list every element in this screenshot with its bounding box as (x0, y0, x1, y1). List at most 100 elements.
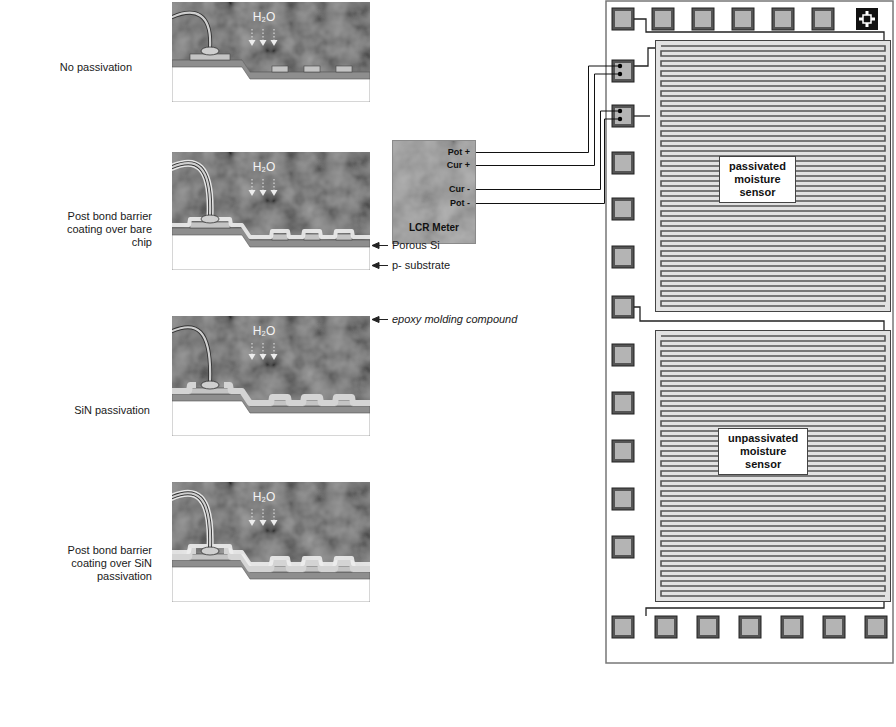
arrow-head (372, 263, 379, 269)
logo-cross (859, 11, 875, 27)
arrow-head (372, 317, 379, 323)
cross-section-panel: H₂O (172, 2, 370, 102)
bond-pad (612, 296, 634, 318)
bond-ball (201, 215, 219, 223)
bond-wire-core (172, 493, 210, 548)
moisture-arrow (271, 40, 278, 46)
moisture-path (274, 509, 275, 520)
bond-pad (739, 616, 761, 638)
moisture-sensor: unpassivated moisture sensor (655, 330, 891, 602)
cross-section-panel: H₂O (172, 482, 370, 602)
side-label: SiN passivation (20, 404, 150, 417)
porous-si-layer (172, 60, 370, 79)
h2o-label: H₂O (172, 490, 356, 504)
moisture-path (263, 343, 264, 354)
bond-pad (612, 152, 634, 174)
moisture-arrow (271, 520, 278, 526)
moisture-arrow (249, 520, 256, 526)
lcr-meter-box: Pot +Cur +Cur -Pot -LCR Meter (392, 140, 476, 244)
moisture-arrow (260, 40, 267, 46)
leader-arrows (372, 243, 388, 323)
lead-wire (472, 66, 620, 153)
side-label: Post bond barrier coating over bare chip (62, 210, 152, 249)
h2o-label: H₂O (172, 324, 356, 338)
chip-trace (634, 19, 884, 40)
serpentine-electrode (661, 336, 885, 596)
lead-wire (472, 111, 620, 190)
moisture-sensor: passivated moisture sensor (655, 40, 891, 312)
pin-label: Cur - (449, 184, 470, 195)
bond-pad (732, 8, 754, 30)
moisture-path (274, 343, 275, 354)
bond-pad (612, 8, 634, 30)
bond-ball (201, 47, 219, 55)
bond-pad (612, 344, 634, 366)
moisture-arrow (260, 520, 267, 526)
moisture-arrow (271, 190, 278, 196)
wire-coating (172, 163, 210, 216)
bond-pad (612, 105, 634, 127)
moisture-arrow (271, 354, 278, 360)
pin-label: Cur + (447, 160, 470, 171)
layer-label: Porous Si (392, 239, 512, 252)
moisture-path (274, 179, 275, 190)
chip-outline (606, 1, 893, 663)
bond-pad (612, 440, 634, 462)
sin-passivation (224, 385, 370, 403)
bond-pad (612, 536, 634, 558)
bond-pad (612, 198, 634, 220)
moisture-path (263, 29, 264, 40)
chip-trace (634, 115, 650, 116)
chip-logo (856, 8, 878, 30)
bond-pad (697, 616, 719, 638)
layer-label: epoxy molding compound (392, 313, 562, 326)
bond-pad (812, 8, 834, 30)
lead-wire (472, 74, 620, 166)
pin-label: Pot + (448, 147, 470, 158)
moisture-arrow (249, 40, 256, 46)
h2o-label: H₂O (172, 160, 356, 174)
metal-line (336, 234, 352, 240)
bond-pad (612, 60, 634, 82)
bond-pad (612, 246, 634, 268)
lead-wire (472, 119, 620, 204)
layer-label: p- substrate (392, 259, 512, 272)
moisture-path (263, 509, 264, 520)
bond-wire (172, 163, 210, 216)
moisture-path (252, 343, 253, 354)
bond-ball (201, 381, 219, 389)
bond-pad (612, 616, 634, 638)
sin-passivation (172, 385, 196, 391)
moisture-arrow (249, 190, 256, 196)
arrow-head (372, 243, 379, 249)
chip-trace (646, 602, 884, 616)
metal-line (336, 566, 352, 572)
metal-line (272, 234, 288, 240)
bond-wire (172, 327, 210, 382)
metal-line (304, 234, 320, 240)
bond-pad (823, 616, 845, 638)
metal-line (272, 400, 288, 406)
metal-line (304, 400, 320, 406)
wire-coating (172, 493, 210, 548)
bond-pad (865, 616, 887, 638)
metal-line (336, 400, 352, 406)
metal-line (304, 66, 320, 72)
logo-center (863, 15, 871, 23)
sensor-label: passivated moisture sensor (719, 156, 796, 203)
barrier-coating (172, 219, 370, 237)
bond-pad (612, 488, 634, 510)
moisture-arrow (260, 354, 267, 360)
h2o-label: H₂O (172, 10, 356, 24)
bond-pad (781, 616, 803, 638)
probe-marks (618, 64, 622, 121)
bond-wire (172, 13, 210, 48)
moisture-path (252, 29, 253, 40)
bond-wire (172, 493, 210, 548)
meter-label: LCR Meter (392, 222, 476, 234)
bond-wire-core (172, 327, 210, 382)
moisture-path (274, 29, 275, 40)
bond-pad (692, 8, 714, 30)
meter-body (393, 141, 476, 244)
serpentine-electrode (661, 46, 885, 306)
